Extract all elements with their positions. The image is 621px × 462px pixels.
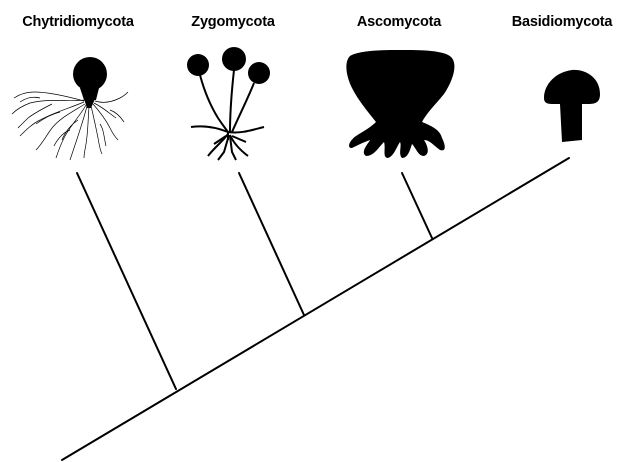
tree-trunk: [62, 158, 569, 460]
taxon-label-ascomycota: Ascomycota: [357, 14, 442, 30]
ascomycete-cup-fungus-icon: [346, 50, 454, 158]
taxon-label-zygomycota: Zygomycota: [191, 14, 276, 30]
cladogram-tree: [62, 158, 569, 460]
branch-chytridiomycota: [77, 173, 176, 389]
mushroom-icon: [544, 70, 600, 142]
branch-ascomycota: [402, 173, 432, 238]
taxon-label-chytridiomycota: Chytridiomycota: [22, 14, 135, 30]
branch-zygomycota: [239, 173, 304, 315]
taxon-label-basidiomycota: Basidiomycota: [512, 14, 614, 30]
chytrid-sporangium-with-rhizoids-icon: [12, 57, 128, 160]
zygomycete-sporangiophores-icon: [187, 47, 270, 160]
